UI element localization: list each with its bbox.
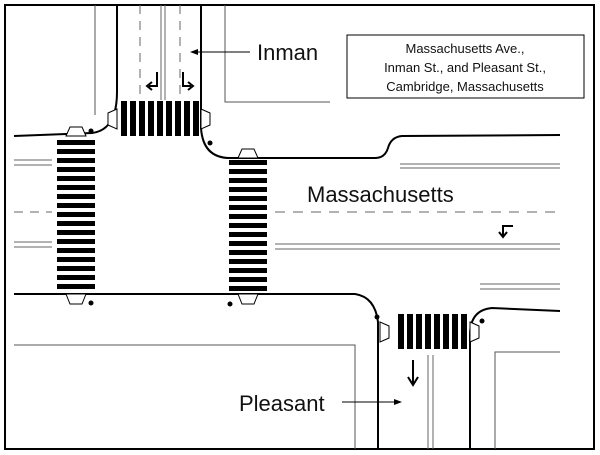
crosswalk-stripe: [57, 203, 95, 208]
pleasant-label: Pleasant: [239, 391, 325, 416]
curb-bottom-left: [14, 293, 379, 449]
crosswalk-stripe: [193, 101, 199, 136]
crosswalk-stripe: [57, 221, 95, 226]
lane-lines: [14, 5, 560, 449]
crosswalk-inman: [121, 101, 199, 136]
crosswalk-stripe: [57, 167, 95, 172]
curb-top-left: [13, 5, 118, 137]
curb-ramp: [200, 108, 211, 130]
crosswalk-stripe: [57, 239, 95, 244]
property-line: [494, 351, 560, 449]
inman-leader-arrowhead: [190, 49, 198, 55]
signal-pole: [479, 318, 485, 324]
crosswalk-stripe: [148, 101, 154, 136]
signal-pole: [88, 128, 94, 134]
curb-ramps: [65, 108, 480, 343]
crosswalk-stripe: [57, 149, 95, 154]
crosswalk-stripe: [57, 257, 95, 262]
crosswalk-stripe: [229, 160, 267, 165]
property-lines: [14, 5, 560, 449]
crosswalk-stripe: [425, 314, 431, 349]
down-arrow: [407, 376, 419, 387]
crosswalk-stripe: [57, 284, 95, 289]
crosswalk-stripe: [434, 314, 440, 349]
crosswalk-stripe: [57, 194, 95, 199]
crosswalk-stripe: [398, 314, 404, 349]
crosswalk-stripe: [57, 140, 95, 145]
crosswalk-stripe: [229, 178, 267, 183]
crosswalk-stripe: [229, 250, 267, 255]
signal-pole: [227, 301, 233, 307]
crosswalk-stripe: [229, 169, 267, 174]
property-line: [224, 5, 330, 103]
curb-ramp: [379, 321, 390, 343]
signal-pole: [88, 300, 94, 306]
crosswalk-stripe: [57, 185, 95, 190]
crosswalk-stripe: [157, 101, 163, 136]
signal-pole: [207, 140, 213, 146]
crosswalk-stripe: [229, 259, 267, 264]
left-turn-arrow: [149, 72, 158, 87]
left-turn-arrow: [498, 231, 508, 239]
crosswalk-stripe: [57, 248, 95, 253]
crosswalk-stripe: [57, 176, 95, 181]
massachusetts-label: Massachusetts: [307, 182, 454, 207]
caption-frame: [346, 34, 585, 99]
crosswalk-stripe: [175, 101, 181, 136]
inman-label: Inman: [257, 40, 318, 65]
crosswalk-stripe: [229, 223, 267, 228]
curb-ramp: [237, 148, 259, 159]
curb-ramp: [107, 108, 118, 130]
signal-pole: [374, 314, 380, 320]
crosswalk-stripe: [121, 101, 127, 136]
curb-bottom-right: [469, 306, 561, 449]
curb-ramp: [65, 126, 87, 137]
lane-arrows: [145, 51, 513, 403]
crosswalk-stripe: [57, 275, 95, 280]
crosswalk-stripe: [229, 214, 267, 219]
property-line: [14, 344, 356, 449]
crosswalk-stripe: [57, 158, 95, 163]
crosswalk-stripe: [57, 266, 95, 271]
crosswalk-stripe: [229, 286, 267, 291]
crosswalk-stripe: [452, 314, 458, 349]
signal-poles: [88, 128, 485, 324]
crosswalk-stripe: [57, 230, 95, 235]
crosswalk-stripe: [57, 212, 95, 217]
caption-line-3: Cambridge, Massachusetts: [386, 79, 544, 94]
caption-box: Massachusetts Ave., Inman St., and Pleas…: [346, 34, 585, 99]
right-turn-arrow: [182, 72, 191, 87]
curb-ramp: [469, 321, 480, 343]
left-turn-arrow: [145, 81, 153, 91]
crosswalk-stripe: [184, 101, 190, 136]
crosswalk-stripe: [130, 101, 136, 136]
crosswalk-stripe: [461, 314, 467, 349]
pleasant-leader-arrowhead: [394, 399, 402, 405]
crosswalk-stripe: [166, 101, 172, 136]
crosswalk-stripe: [229, 241, 267, 246]
crosswalk-stripe: [407, 314, 413, 349]
crosswalk-stripe: [139, 101, 145, 136]
crosswalk-pleasant: [398, 314, 467, 349]
curb-top-right: [200, 5, 561, 159]
curb-ramp: [237, 293, 259, 305]
caption-line-1: Massachusetts Ave.,: [406, 41, 525, 56]
curb-ramp: [65, 293, 87, 305]
right-turn-arrow: [187, 81, 195, 91]
caption-line-2: Inman St., and Pleasant St.,: [384, 60, 546, 75]
left-turn-arrow: [502, 225, 513, 236]
crosswalk-mass-east: [229, 160, 267, 291]
crosswalk-stripe: [229, 232, 267, 237]
crosswalk-mass-west: [57, 140, 95, 289]
diagram-border: [4, 4, 595, 450]
crosswalk-stripe: [229, 268, 267, 273]
crosswalk-stripe: [229, 277, 267, 282]
crosswalk-stripe: [229, 196, 267, 201]
crosswalk-stripe: [443, 314, 449, 349]
crosswalk-stripe: [416, 314, 422, 349]
crosswalk-stripe: [229, 205, 267, 210]
crosswalk-stripe: [229, 187, 267, 192]
